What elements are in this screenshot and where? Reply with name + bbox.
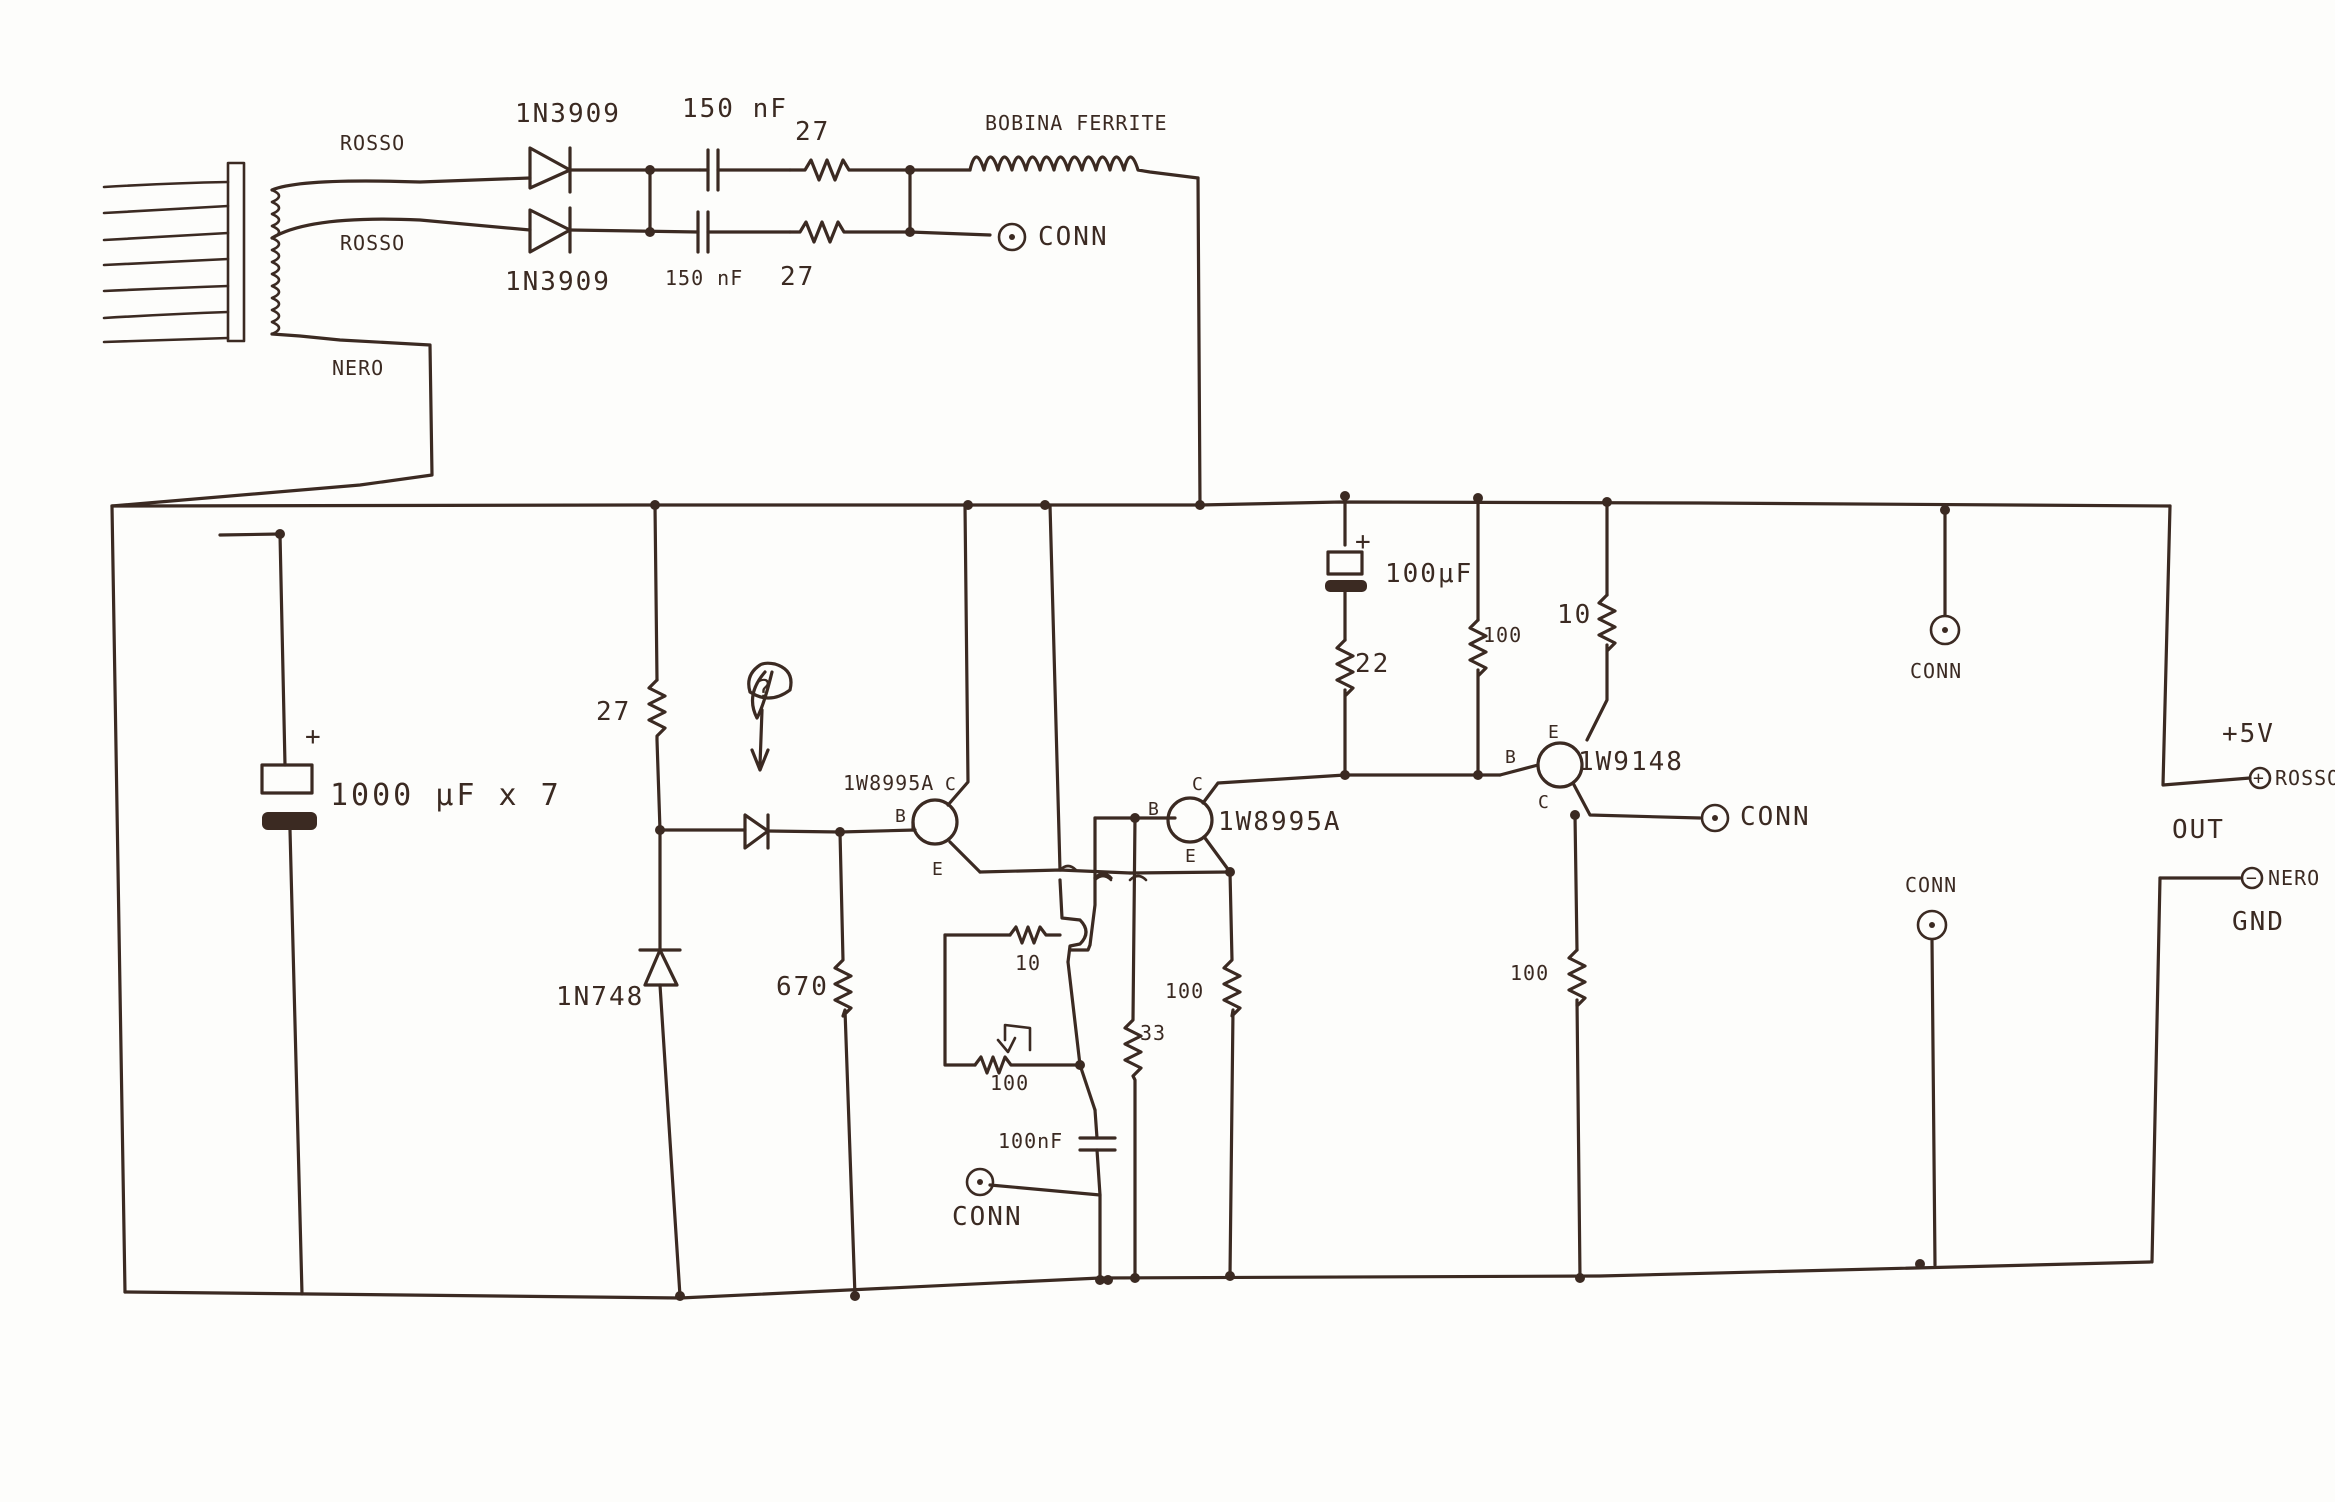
zener-1n748: [638, 948, 682, 987]
inductor-ferrite: [968, 155, 1200, 180]
res-100-upper: [1468, 618, 1488, 777]
res-bottom: [788, 220, 992, 244]
label-q2: 1W8995A: [1218, 807, 1342, 837]
label-nero-out: NERO: [2268, 866, 2320, 890]
label-filter-cap: 1000 μF x 7: [330, 778, 562, 813]
label-q2-c: C: [1192, 774, 1203, 795]
cap-bottom: [696, 210, 792, 254]
res-100-q2: [1222, 870, 1242, 1278]
cap-100nf: [1078, 1136, 1117, 1152]
label-conn-bottom-right: CONN: [1905, 873, 1957, 897]
conn-rectifier-pad: [997, 222, 1027, 252]
res-27-bias: [647, 678, 667, 832]
conn-q3-pad: [1700, 803, 1730, 833]
label-rosso-out: ROSSO: [2275, 766, 2335, 790]
label-zener: 1N748: [556, 982, 644, 1012]
label-conn-top-right: CONN: [1910, 659, 1962, 683]
label-cap-100nf: 100nF: [998, 1129, 1063, 1153]
output-pos-terminal: [2248, 766, 2272, 790]
label-res-100-q2: 100: [1165, 979, 1204, 1003]
diode-top: [528, 146, 572, 194]
label-res-top: 27: [795, 117, 830, 147]
conn-feedback-pad: [965, 1167, 995, 1197]
res-670: [833, 830, 857, 1298]
question-probe-marker: [750, 670, 774, 720]
label-cap-100uf: 100μF: [1385, 559, 1473, 589]
transistor-q2: [1166, 796, 1214, 844]
transistor-q3: [1536, 741, 1584, 789]
label-res-33: 33: [1140, 1021, 1166, 1045]
label-res-27-bias: 27: [596, 697, 631, 727]
filter-cap-plate-neg: [262, 812, 317, 830]
transformer-primary-leads: [102, 180, 230, 344]
label-res-bottom: 27: [780, 262, 815, 292]
label-q3-b: B: [1505, 747, 1516, 768]
label-out: OUT: [2172, 815, 2225, 845]
label-plus-5v: +5V: [2222, 719, 2275, 749]
res-top: [788, 158, 912, 182]
label-diode-top: 1N3909: [515, 99, 621, 129]
label-res-10-upper: 10: [1557, 600, 1592, 630]
res-10-feedback: [1008, 925, 1062, 945]
conn-top-right-pad: [1929, 614, 1961, 646]
cap-100uf-plate: [1326, 550, 1364, 576]
output-neg-terminal: [2240, 866, 2264, 890]
label-neg-symbol: −: [2246, 868, 2257, 889]
label-cap-top: 150 nF: [682, 94, 788, 124]
label-q1-b: B: [895, 806, 906, 827]
res-100-lower: [1567, 948, 1587, 1280]
label-q1-c: C: [945, 774, 956, 795]
cap-top: [698, 148, 792, 192]
label-filter-plus: +: [305, 722, 323, 752]
label-conn-rectifier: CONN: [1038, 222, 1109, 252]
label-question: ?: [756, 675, 774, 705]
res-22: [1335, 638, 1355, 777]
label-q1-e: E: [932, 859, 943, 880]
label-q2-e: E: [1185, 846, 1196, 867]
label-conn-q3: CONN: [1740, 802, 1811, 832]
diode-base: [743, 813, 770, 850]
label-res-100-lower: 100: [1510, 961, 1549, 985]
label-q3-e: E: [1548, 722, 1559, 743]
label-gnd: GND: [2232, 907, 2285, 937]
filter-cap-plate: [260, 763, 314, 795]
transformer: [102, 161, 281, 344]
label-res-670: 670: [776, 972, 829, 1002]
res-10-upper: [1585, 593, 1617, 742]
diode-bottom: [528, 206, 572, 254]
label-q1: 1W8995A: [843, 771, 934, 795]
label-res-10-feedback: 10: [1015, 951, 1041, 975]
label-q3-c: C: [1538, 792, 1549, 813]
label-pos-symbol: +: [2253, 768, 2264, 789]
label-nero: NERO: [332, 356, 384, 380]
label-cap-bottom: 150 nF: [665, 266, 743, 290]
label-q3: 1W9148: [1578, 747, 1684, 777]
label-q2-b: B: [1148, 799, 1159, 820]
label-res-100-upper: 100: [1483, 623, 1522, 647]
label-rosso-top: ROSSO: [340, 131, 405, 155]
label-res-22: 22: [1355, 649, 1390, 679]
label-conn-feedback: CONN: [952, 1202, 1023, 1232]
label-pot-100: 100: [990, 1071, 1029, 1095]
transistor-q1: [911, 798, 959, 846]
label-cap-100uf-plus: +: [1355, 527, 1373, 557]
label-inductor: BOBINA FERRITE: [985, 111, 1168, 135]
label-diode-bottom: 1N3909: [505, 267, 611, 297]
pot-100: [973, 1055, 1082, 1075]
transformer-secondary-coil: [270, 188, 281, 336]
cap-100uf-plate-neg: [1325, 580, 1367, 592]
label-rosso-mid: ROSSO: [340, 231, 405, 255]
